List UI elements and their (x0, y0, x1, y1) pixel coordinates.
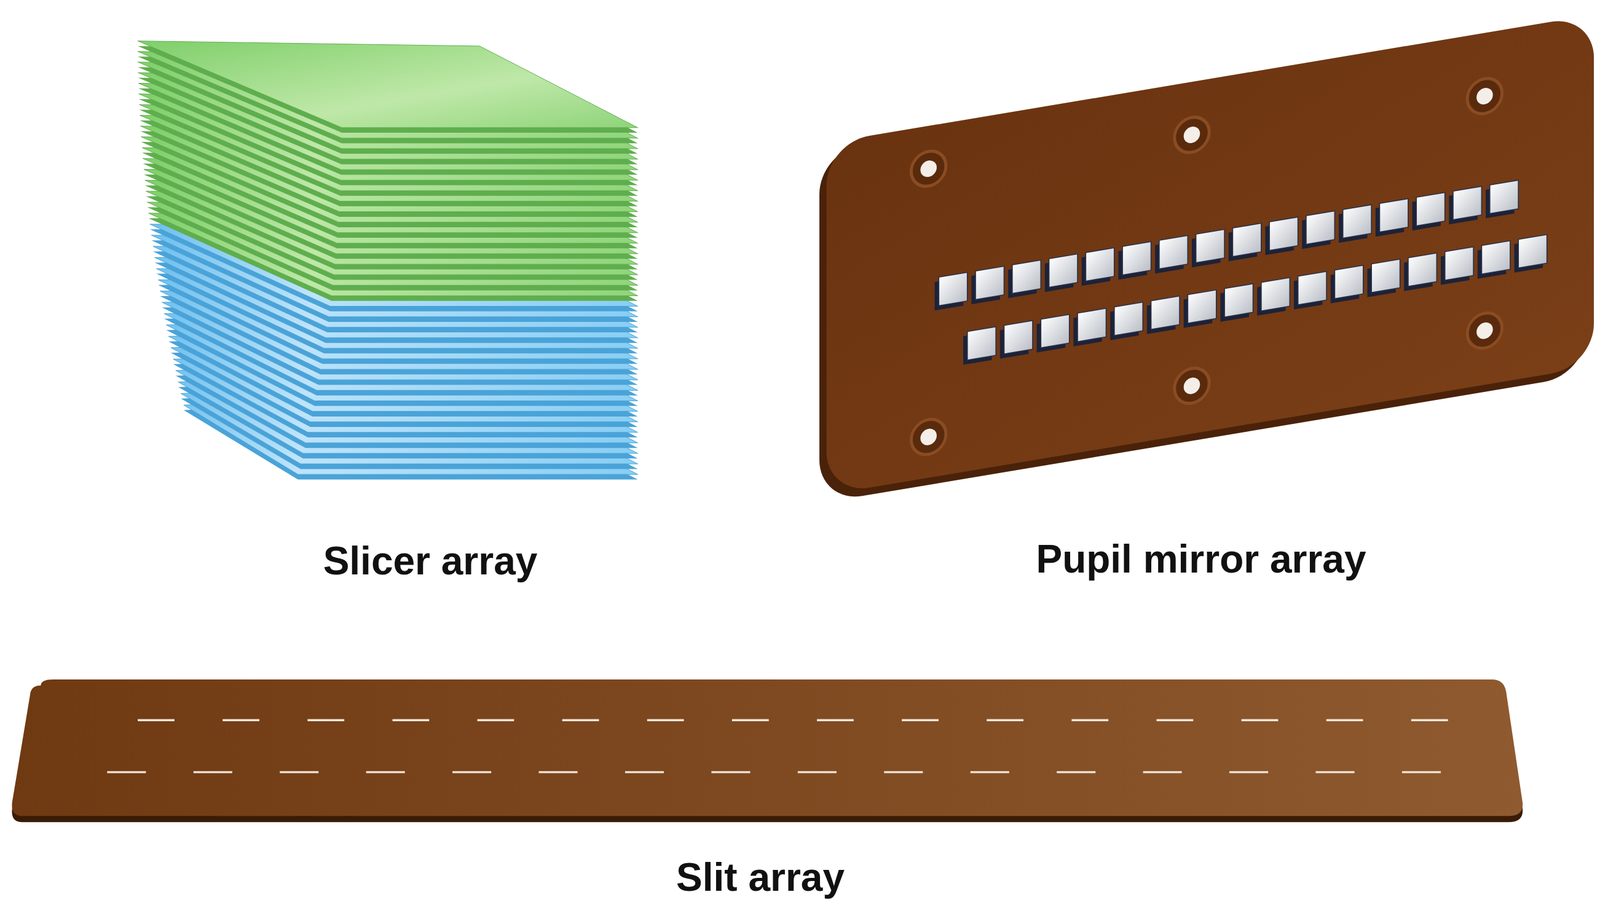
pupil-mirror (1408, 253, 1437, 287)
pupil-mirror (1489, 180, 1519, 214)
part-caption: Pupil mirror array (1035, 537, 1366, 581)
slit (1316, 771, 1355, 774)
slit (732, 719, 769, 722)
slit (797, 771, 837, 774)
pupil-mirror (1306, 210, 1335, 245)
slit (1056, 771, 1096, 774)
slit (1326, 719, 1364, 722)
pupil-mirror (1040, 314, 1069, 348)
slit (883, 771, 923, 774)
pupil-mirror (1481, 240, 1510, 275)
pupil-mirror (1334, 265, 1363, 299)
pupil-mirror (938, 272, 967, 306)
slit (193, 771, 233, 774)
slit (279, 771, 319, 774)
slice (137, 41, 638, 128)
pupil-mirror (1122, 241, 1151, 275)
slit (222, 719, 260, 722)
pupil-mirror (1151, 296, 1180, 330)
pupil-mirror (1445, 247, 1474, 281)
slit (307, 719, 345, 722)
slit (1241, 719, 1279, 722)
slit (647, 719, 685, 722)
slit (106, 771, 146, 774)
pupil-mirror (1196, 229, 1225, 263)
slit (1071, 719, 1109, 722)
pupil-mirror (1077, 308, 1106, 342)
slit (816, 719, 854, 722)
pupil-mirror (1261, 277, 1290, 312)
slit (1229, 771, 1269, 774)
slit (986, 719, 1024, 722)
pupil-mirror (1224, 283, 1253, 318)
slit-array-bar (11, 679, 1523, 823)
slit (901, 719, 939, 722)
pupil-mirror (1371, 259, 1400, 293)
slit (452, 771, 492, 774)
pupil-mirror (975, 266, 1004, 300)
pupil-mirror (1416, 192, 1445, 226)
slit (1156, 719, 1194, 722)
slit (562, 719, 600, 722)
slit (1411, 719, 1449, 722)
pupil-mirror (1232, 223, 1261, 257)
pupil-mirror (1269, 216, 1298, 251)
pupil-mirror (1004, 320, 1033, 355)
slit (625, 771, 664, 774)
slit (366, 771, 406, 774)
slit (392, 719, 430, 722)
part-caption: Slicer array (323, 539, 538, 583)
pupil-mirror (967, 327, 996, 361)
pupil-mirror (1049, 253, 1078, 288)
pupil-mirror (1298, 271, 1327, 305)
slicer-array (137, 41, 638, 481)
slit (970, 771, 1010, 774)
slit (1402, 771, 1441, 774)
pupil-mirror (1453, 186, 1482, 220)
pupil-mirror (1114, 302, 1143, 336)
pupil-mirror-plate (819, 14, 1594, 504)
pupil-mirror (1012, 260, 1041, 294)
pupil-mirror (1379, 198, 1408, 232)
slit (137, 719, 175, 722)
slit (1143, 771, 1183, 774)
pupil-mirror (1187, 290, 1216, 324)
slit (539, 771, 578, 774)
pupil-mirror (1085, 247, 1114, 281)
slit (477, 719, 515, 722)
pupil-mirror (1159, 235, 1188, 269)
part-caption: Slit array (676, 856, 845, 900)
pupil-mirror (1343, 204, 1372, 238)
slit (711, 771, 750, 774)
pupil-mirror (1518, 234, 1547, 268)
